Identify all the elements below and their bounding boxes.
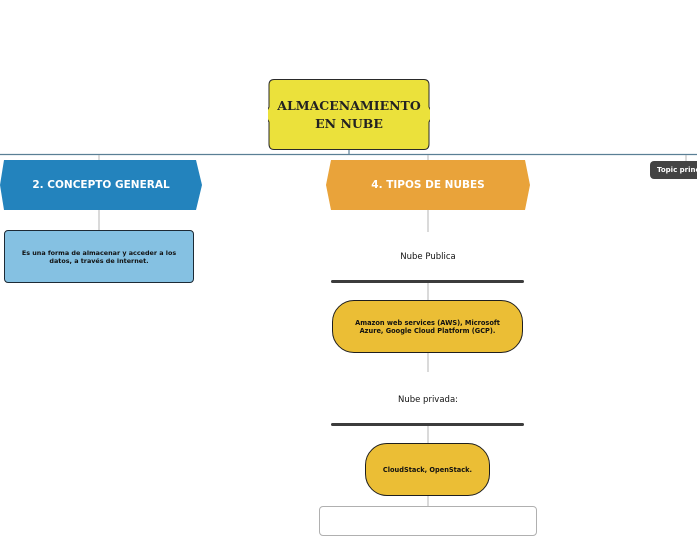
nube-publica-detail-text: Amazon web services (AWS), Microsoft Azu… [355,318,500,335]
floating-topic-label: Topic principal [657,166,697,174]
mind-map-canvas: ALMACENAMIENTO EN NUBE 2. CONCEPTO GENER… [0,79,697,536]
concept-description-node[interactable]: Es una forma de almacenar y acceder a lo… [4,230,194,283]
concept-node-shape [0,160,202,210]
nube-privada-detail-text: CloudStack, OpenStack. [382,465,473,474]
branch-concepto-general[interactable]: 2. CONCEPTO GENERAL [0,160,202,210]
nube-publica-detail-node[interactable]: Amazon web services (AWS), Microsoft Azu… [332,300,523,353]
root-topic-node[interactable]: ALMACENAMIENTO EN NUBE [268,79,430,150]
subtopic-underline [331,280,524,283]
subtopic-nube-privada[interactable]: Nube privada: [330,393,526,407]
floating-topic-node[interactable]: Topic principal [650,161,697,179]
tipos-node-shape [326,160,530,210]
subtopic-nube-publica-label: Nube Publica [400,252,456,262]
branch-concepto-general-label: 2. CONCEPTO GENERAL [32,179,170,191]
concept-description-text: Es una forma de almacenar y acceder a lo… [21,248,177,265]
branch-tipos-de-nubes[interactable]: 4. TIPOS DE NUBES [326,160,530,210]
connector-lines [0,150,697,506]
subtopic-underline [331,423,524,426]
nube-privada-detail-node[interactable]: CloudStack, OpenStack. [365,443,490,496]
branch-tipos-de-nubes-label: 4. TIPOS DE NUBES [371,179,485,191]
subtopic-nube-privada-label: Nube privada: [397,395,459,405]
root-node-shape [268,79,430,150]
next-subtopic-node[interactable] [319,506,537,536]
root-topic-label: ALMACENAMIENTO EN NUBE [277,97,421,131]
subtopic-nube-publica[interactable]: Nube Publica [330,250,526,264]
